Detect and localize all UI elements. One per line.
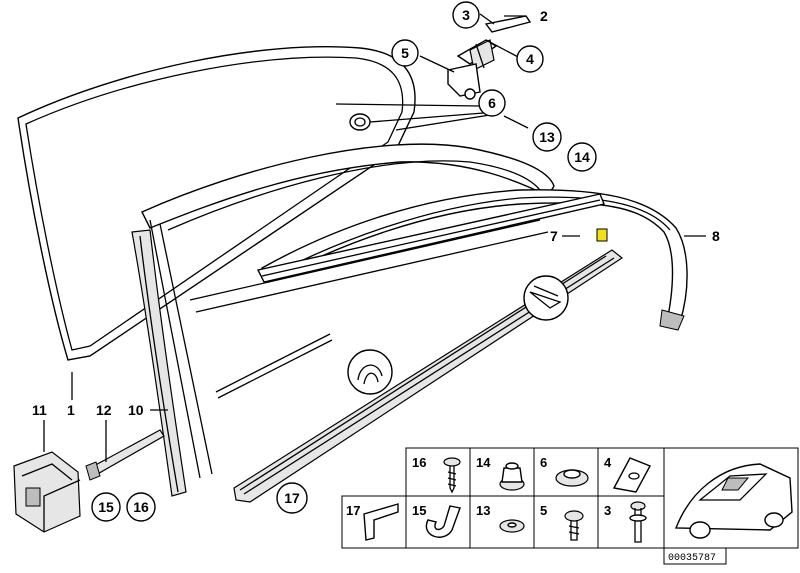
hinge-assembly: [447, 15, 532, 100]
callout-7: 7: [550, 228, 558, 244]
table-cell-15: 15: [412, 503, 426, 518]
table-cell-6: 6: [540, 455, 547, 470]
callout-16: 16: [126, 492, 156, 522]
clip-detail-lower: [347, 349, 393, 395]
thin-rod: [215, 333, 333, 399]
diagram-number: 00035787: [668, 553, 716, 564]
callout-11: 11: [32, 402, 47, 418]
table-cell-5: 5: [540, 503, 547, 518]
car-thumbnail-icon: [674, 463, 793, 539]
svg-text:16: 16: [133, 499, 149, 515]
table-cell-13: 13: [476, 503, 490, 518]
inner-weatherstrip: [256, 193, 605, 283]
torx-screw-icon: [564, 510, 584, 541]
callout-4: 4: [516, 45, 544, 73]
window-seal-arch: [261, 189, 688, 331]
callout-2: 2: [540, 8, 548, 24]
callout-1: 1: [67, 402, 75, 418]
svg-text:5: 5: [401, 45, 409, 61]
leader-lines: [43, 13, 706, 462]
callout-3: 3: [452, 1, 480, 29]
svg-text:15: 15: [98, 499, 114, 515]
callout-13: 13: [532, 122, 562, 152]
svg-text:13: 13: [539, 129, 555, 145]
table-cell-16: 16: [412, 455, 426, 470]
window-motor: [13, 451, 81, 533]
washer-icon: [499, 519, 525, 533]
cable-clamp-icon: [425, 505, 461, 538]
svg-text:4: 4: [526, 51, 534, 67]
parts-table: 16 14 6 4 17 15 13 5 3: [341, 447, 799, 565]
callout-14: 14: [567, 142, 597, 172]
cable-rod: [85, 429, 165, 481]
svg-text:3: 3: [462, 7, 470, 23]
table-cell-3: 3: [604, 503, 611, 518]
spring-clip-icon: [612, 457, 651, 493]
bolt-icon: [629, 501, 647, 543]
guide-rail: [131, 229, 187, 497]
callout-5: 5: [391, 39, 419, 67]
svg-text:6: 6: [488, 95, 496, 111]
callout-15: 15: [91, 492, 121, 522]
clip-nut-icon: [499, 462, 525, 491]
callout-10: 10: [128, 402, 144, 418]
callout-8: 8: [712, 228, 720, 244]
callout-17: 17: [276, 482, 308, 514]
table-cell-4: 4: [604, 455, 612, 470]
svg-text:14: 14: [574, 149, 590, 165]
callout-12: 12: [96, 402, 112, 418]
bracket-icon: [363, 503, 399, 541]
svg-text:17: 17: [284, 490, 300, 506]
grommet-icon: [555, 469, 589, 487]
screw-icon: [443, 457, 461, 494]
grommet: [349, 113, 371, 131]
highlight-marker: [596, 228, 608, 242]
clip-detail-upper: [523, 275, 569, 321]
table-cell-17: 17: [346, 503, 360, 518]
callout-6: 6: [478, 89, 506, 117]
table-cell-14: 14: [476, 455, 491, 470]
